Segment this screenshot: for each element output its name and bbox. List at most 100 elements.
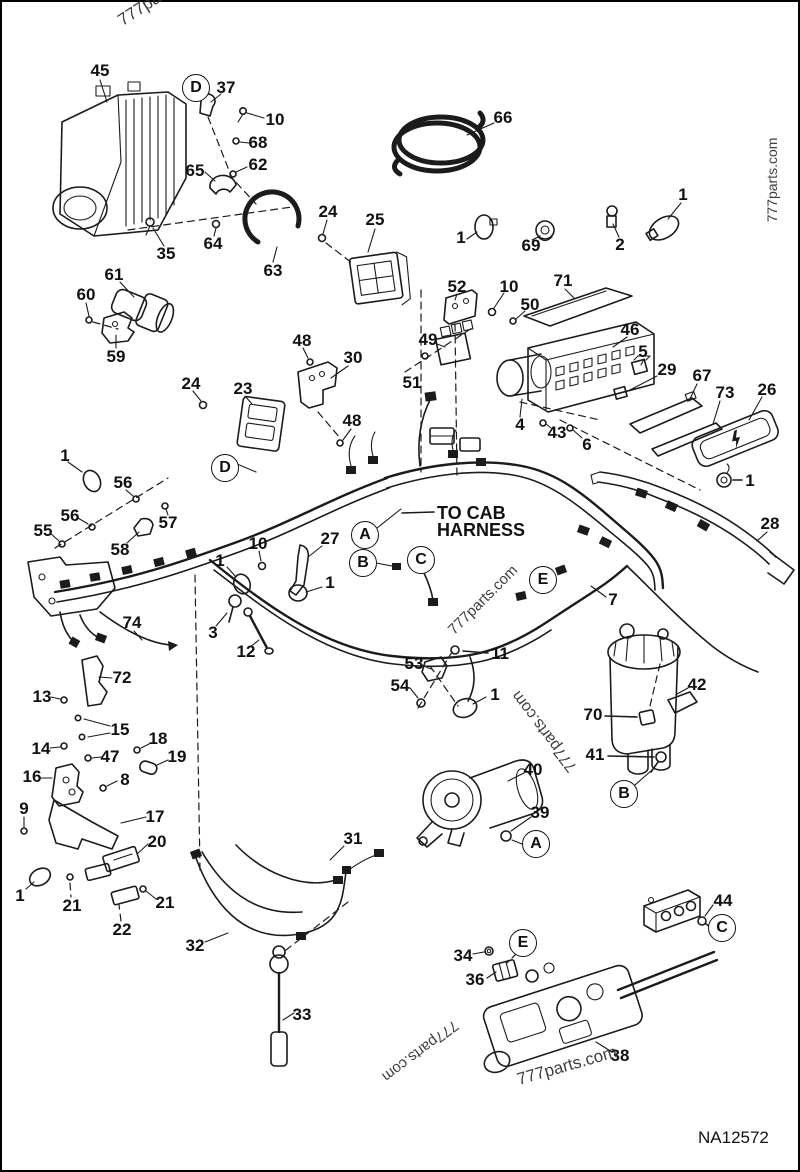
callout-39: 39	[530, 803, 550, 822]
callout-61: 61	[104, 265, 124, 284]
callout-60: 60	[76, 285, 96, 304]
callout-5: 5	[638, 342, 648, 361]
callout-31: 31	[343, 829, 363, 848]
callout-37: 37	[216, 78, 236, 97]
ecu-23	[237, 396, 286, 451]
callout-24: 24	[181, 374, 201, 393]
letter-circle-A: A	[522, 830, 550, 858]
letter-circle-C: C	[407, 546, 435, 574]
letter-circle-B: B	[349, 549, 377, 577]
callout-45: 45	[90, 61, 110, 80]
callout-73: 73	[715, 383, 735, 402]
callout-21: 21	[62, 896, 82, 915]
fuel-filter-42	[608, 624, 697, 774]
cover-26	[690, 408, 781, 469]
callout-1: 1	[490, 685, 500, 704]
callout-28: 28	[760, 514, 780, 533]
callout-10: 10	[499, 277, 519, 296]
callout-27: 27	[320, 529, 340, 548]
callout-26: 26	[757, 380, 777, 399]
callout-47: 47	[100, 747, 120, 766]
figure-id: NA12572	[698, 1128, 769, 1147]
callout-13: 13	[32, 687, 52, 706]
letter-circle-C: C	[708, 914, 736, 942]
manifold-44	[644, 890, 700, 932]
callout-33: 33	[292, 1005, 312, 1024]
callout-58: 58	[110, 540, 130, 559]
fuse-panel-46	[497, 322, 654, 412]
coiled-hose-66	[394, 113, 494, 174]
sender-33	[270, 946, 294, 1066]
letter-circle-D: D	[182, 74, 210, 102]
callout-10: 10	[265, 110, 285, 129]
callout-44: 44	[713, 891, 733, 910]
harness-32	[189, 848, 351, 942]
callout-32: 32	[185, 936, 205, 955]
callout-69: 69	[521, 236, 541, 255]
callout-71: 71	[553, 271, 573, 290]
callout-54: 54	[390, 676, 410, 695]
callout-48: 48	[342, 411, 362, 430]
callout-3: 3	[208, 623, 218, 642]
letter-circle-A: A	[351, 521, 379, 549]
callout-52: 52	[447, 277, 467, 296]
to-cab-harness-label: TO CAB HARNESS	[437, 503, 526, 540]
callout-62: 62	[248, 155, 268, 174]
harness-left-cluster	[28, 478, 389, 648]
callout-41: 41	[585, 745, 605, 764]
callout-1: 1	[60, 446, 70, 465]
callout-12: 12	[236, 642, 256, 661]
callout-40: 40	[523, 760, 543, 779]
callout-21: 21	[155, 893, 175, 912]
callout-23: 23	[233, 379, 253, 398]
watermark: 777parts.com	[764, 137, 780, 223]
callout-49: 49	[418, 330, 438, 349]
callout-53: 53	[404, 654, 424, 673]
callout-55: 55	[33, 521, 53, 540]
callout-1: 1	[678, 185, 688, 204]
callout-8: 8	[120, 770, 130, 789]
callout-25: 25	[365, 210, 385, 229]
callout-15: 15	[110, 720, 130, 739]
callout-29: 29	[657, 360, 677, 379]
callout-2: 2	[615, 235, 625, 254]
motor-40	[417, 760, 543, 847]
letter-circle-E: E	[529, 566, 557, 594]
callout-6: 6	[582, 435, 592, 454]
callout-38: 38	[610, 1046, 630, 1065]
letter-circle-E: E	[509, 929, 537, 957]
callout-48: 48	[292, 331, 312, 350]
letter-circle-D: D	[211, 454, 239, 482]
callout-1: 1	[325, 573, 335, 592]
callout-56: 56	[113, 473, 133, 492]
callout-1: 1	[215, 551, 225, 570]
air-cleaner-45	[53, 80, 186, 236]
callout-18: 18	[148, 729, 168, 748]
callout-11: 11	[491, 644, 509, 663]
callout-50: 50	[520, 295, 540, 314]
callout-51: 51	[402, 373, 422, 392]
callout-74: 74	[122, 613, 142, 632]
callout-64: 64	[203, 234, 223, 253]
callout-66: 66	[493, 108, 513, 127]
callout-16: 16	[22, 767, 42, 786]
callout-30: 30	[343, 348, 363, 367]
callout-7: 7	[608, 590, 618, 609]
callout-1: 1	[745, 471, 755, 490]
callout-42: 42	[687, 675, 707, 694]
callout-70: 70	[583, 705, 603, 724]
callout-19: 19	[167, 747, 187, 766]
callout-72: 72	[112, 668, 132, 687]
callout-63: 63	[263, 261, 283, 280]
callout-35: 35	[156, 244, 176, 263]
callout-14: 14	[31, 739, 51, 758]
harness-31	[236, 845, 384, 884]
callout-1: 1	[456, 228, 466, 247]
callout-57: 57	[158, 513, 178, 532]
letter-circle-B: B	[610, 780, 638, 808]
callout-56: 56	[60, 506, 80, 525]
callout-43: 43	[547, 423, 567, 442]
callout-24: 24	[318, 202, 338, 221]
